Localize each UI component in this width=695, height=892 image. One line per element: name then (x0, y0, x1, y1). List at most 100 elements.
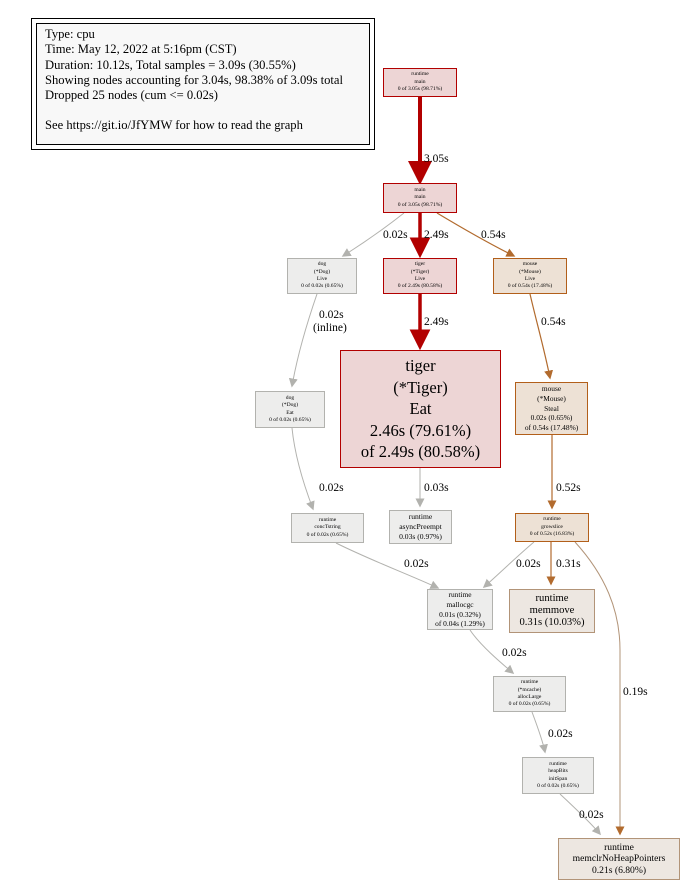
node-stats: 0 of 0.02s (0.65%) (537, 782, 579, 789)
edge-main-to-mouse-live (436, 212, 516, 257)
node-recv: (*Tiger) (393, 377, 448, 397)
node-recv: (*Dog) (313, 268, 331, 275)
node-dog-eat[interactable]: dog (*Dog) Eat 0 of 0.02s (0.65%) (255, 391, 325, 428)
edge-dog-live-to-dog-eat (288, 293, 318, 388)
edge-label-growslice-to-memmove: 0.31s (556, 558, 581, 570)
node-recv: (*Dog) (281, 402, 299, 409)
node-tiger-eat[interactable]: tiger (*Tiger) Eat 2.46s (79.61%) of 2.4… (340, 350, 501, 468)
node-pkg: runtime (604, 841, 634, 853)
edge-growslice-to-memclr (574, 541, 625, 836)
node-pkg: runtime (543, 516, 561, 523)
node-stats: 0 of 0.02s (0.65%) (301, 283, 343, 290)
node-tiger-live[interactable]: tiger (*Tiger) Live 0 of 2.49s (80.58%) (383, 258, 457, 294)
node-main-main[interactable]: main main 0 of 3.05s (98.71%) (383, 183, 457, 213)
node-stats: 0 of 0.52s (16.83%) (529, 531, 575, 538)
node-pkg: main (414, 186, 426, 193)
node-func: initSpan (548, 775, 568, 782)
node-func: Live (524, 276, 536, 282)
node-runtime-memclr[interactable]: runtime memclrNoHeapPointers 0.21s (6.80… (558, 838, 680, 880)
legend-inner: Type: cpu Time: May 12, 2022 at 5:16pm (… (36, 23, 370, 145)
edge-label-dog-eat-to-concatstring: 0.02s (319, 482, 344, 494)
node-pkg: tiger (414, 261, 426, 268)
node-stats: 0.03s (0.97%) (399, 532, 442, 541)
edge-label-tiger-eat-to-asyncpreempt: 0.03s (424, 482, 449, 494)
legend-showing: Showing nodes accounting for 3.04s, 98.3… (45, 72, 344, 87)
node-runtime-concatstring[interactable]: runtime concTstring 0 of 0.02s (0.65%) (291, 513, 364, 543)
node-pkg: runtime (448, 590, 472, 600)
node-pkg: runtime (549, 760, 567, 767)
node-stats: 0.21s (6.80%) (591, 864, 647, 876)
legend-box: Type: cpu Time: May 12, 2022 at 5:16pm (… (31, 18, 375, 150)
node-stats: 0 of 0.02s (0.65%) (306, 531, 349, 538)
edge-mallocgc-to-alloclarge (469, 629, 515, 674)
edge-sublabel-inline: (inline) (313, 322, 347, 334)
edge-mouse-live-to-mouse-steal (529, 293, 554, 380)
node-stats: 0 of 0.02s (0.65%) (269, 416, 311, 423)
node-stats: of 0.04s (1.29%) (435, 619, 485, 629)
edge-growslice-to-mallocgc (482, 541, 535, 588)
node-func: Eat (286, 409, 294, 416)
node-recv: (*Tiger) (410, 268, 430, 275)
node-pkg: dog (317, 261, 327, 268)
edge-label-growslice-to-memclr: 0.19s (623, 686, 648, 698)
legend-dropped: Dropped 25 nodes (cum <= 0.02s) (45, 88, 218, 103)
node-pkg: runtime (408, 512, 433, 521)
node-recv: (*Mouse) (537, 393, 566, 403)
edge-dog-eat-to-concatstring (291, 427, 315, 511)
node-pkg: runtime (411, 71, 429, 78)
node-pkg: runtime (535, 593, 569, 604)
node-stats: 0 of 0.54s (17.48%) (507, 283, 553, 290)
node-flat: 0.01s (0.32%) (439, 609, 481, 619)
node-func: mallocgc (446, 599, 474, 609)
edge-label-concatstring-to-mallocgc: 0.02s (404, 558, 429, 570)
node-runtime-asyncpreempt[interactable]: runtime asyncPreempt 0.03s (0.97%) (389, 510, 452, 544)
edge-label-tiger-live-to-tiger-eat: 2.49s (424, 316, 449, 328)
node-func: concTstring (314, 524, 341, 531)
node-func: asyncPreempt (399, 522, 442, 531)
edge-label-mouse-live-to-mouse-steal: 0.54s (541, 316, 566, 328)
node-stats: 0 of 0.02s (0.65%) (508, 701, 551, 708)
node-pkg: tiger (405, 356, 436, 376)
node-runtime-alloclarge[interactable]: runtime (*mcache) allocLarge 0 of 0.02s … (493, 676, 566, 712)
node-mouse-live[interactable]: mouse (*Mouse) Live 0 of 0.54s (17.48%) (493, 258, 567, 294)
node-func: growslice (541, 523, 563, 530)
node-runtime-main[interactable]: runtime main 0 of 3.05s (98.71%) (383, 68, 457, 97)
node-recv: (*Mouse) (519, 268, 541, 275)
edge-label-dog-live-to-dog-eat: 0.02s (319, 309, 344, 321)
node-pkg: mouse (522, 261, 538, 268)
node-stats: 0.31s (10.03%) (519, 617, 585, 628)
edge-label-growslice-to-mallocgc: 0.02s (516, 558, 541, 570)
node-flat: 0.02s (0.65%) (530, 413, 573, 423)
node-func: Eat (409, 399, 432, 419)
node-func: Live (414, 276, 426, 282)
node-pkg: runtime (520, 679, 539, 686)
node-runtime-memmove[interactable]: runtime memmove 0.31s (10.03%) (509, 589, 595, 633)
edge-label-main-to-mouse-live: 0.54s (481, 229, 506, 241)
node-func: main (414, 78, 426, 85)
node-stats: of 0.54s (17.48%) (524, 423, 579, 433)
node-func: allocLarge (517, 694, 542, 700)
node-stats: of 2.49s (80.58%) (360, 442, 481, 462)
node-runtime-initspan[interactable]: runtime heapBits initSpan 0 of 0.02s (0.… (522, 757, 594, 794)
edge-label-mouse-steal-to-growslice: 0.52s (556, 482, 581, 494)
edge-concatstring-to-mallocgc (335, 542, 440, 589)
edge-label-main-to-dog-live: 0.02s (383, 229, 408, 241)
node-runtime-mallocgc[interactable]: runtime mallocgc 0.01s (0.32%) of 0.04s … (427, 589, 493, 630)
node-mouse-steal[interactable]: mouse (*Mouse) Steal 0.02s (0.65%) of 0.… (515, 382, 588, 435)
node-func: memmove (529, 605, 575, 616)
node-runtime-growslice[interactable]: runtime growslice 0 of 0.52s (16.83%) (515, 513, 589, 542)
legend-duration: Duration: 10.12s, Total samples = 3.09s … (45, 57, 296, 72)
edge-label-initspan-to-memclr: 0.02s (579, 809, 604, 821)
node-pkg: dog (285, 394, 295, 401)
node-pkg: mouse (541, 384, 562, 393)
edge-label-mallocgc-to-alloclarge: 0.02s (502, 647, 527, 659)
legend-help: See https://git.io/JfYMW for how to read… (45, 118, 303, 133)
edge-alloclarge-to-initspan (531, 711, 548, 754)
node-func: Live (316, 276, 328, 282)
edge-main-to-dog-live (341, 212, 405, 257)
node-func: main (414, 194, 426, 201)
node-pkg: runtime (318, 516, 337, 523)
node-dog-live[interactable]: dog (*Dog) Live 0 of 0.02s (0.65%) (287, 258, 357, 294)
edge-label-alloclarge-to-initspan: 0.02s (548, 728, 573, 740)
